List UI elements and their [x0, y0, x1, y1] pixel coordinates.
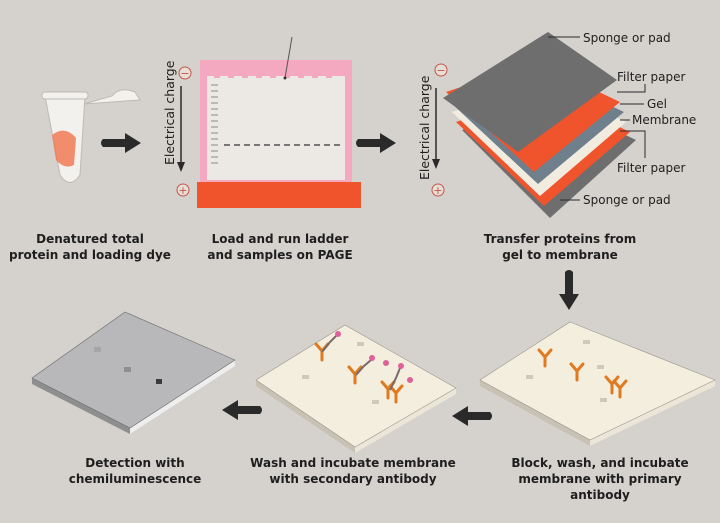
microcentrifuge-tube-icon [41, 89, 141, 183]
charge-label: Electrical charge [162, 60, 177, 165]
label-filter-paper-bottom: Filter paper [617, 161, 686, 175]
membrane-secondary-antibody [255, 324, 457, 453]
step2-caption: and samples on PAGE [207, 248, 352, 262]
plus-sign: + [433, 184, 442, 197]
step5-caption: Wash and incubate membrane [250, 456, 456, 470]
arrow-down-icon [559, 270, 579, 310]
arrow-right-icon [101, 133, 141, 153]
step4-caption: Block, wash, and incubate [511, 456, 688, 470]
electrical-charge-indicator: Electrical charge − + [417, 63, 448, 197]
electrical-charge-indicator: Electrical charge − + [162, 60, 192, 197]
label-gel: Gel [647, 97, 667, 111]
label-membrane: Membrane [632, 113, 696, 127]
step3-caption: Transfer proteins from [484, 232, 637, 246]
membrane-primary-antibody [479, 321, 716, 446]
arrow-left-icon [452, 406, 492, 426]
plus-sign: + [178, 184, 187, 197]
step1-caption: Denatured total [36, 232, 144, 246]
arrow-left-icon [222, 400, 262, 420]
label-sponge-top: Sponge or pad [583, 31, 671, 45]
step6-caption: Detection with [85, 456, 184, 470]
label-filter-paper-top: Filter paper [617, 70, 686, 84]
charge-label: Electrical charge [417, 75, 432, 180]
transfer-stack [443, 32, 636, 218]
minus-sign: − [436, 64, 445, 77]
layer-labels [548, 36, 646, 201]
step1-caption: protein and loading dye [9, 248, 171, 262]
step2-caption: Load and run ladder [212, 232, 349, 246]
step3-caption: gel to membrane [502, 248, 618, 262]
label-sponge-bottom: Sponge or pad [583, 193, 671, 207]
step6-caption: chemiluminescence [69, 472, 202, 486]
step5-caption: with secondary antibody [269, 472, 436, 486]
page-gel [197, 36, 361, 208]
step4-caption: membrane with primary [518, 472, 681, 486]
arrow-right-icon [356, 133, 396, 153]
detection-film [31, 311, 236, 434]
step4-caption: antibody [570, 488, 630, 502]
minus-sign: − [180, 67, 189, 80]
